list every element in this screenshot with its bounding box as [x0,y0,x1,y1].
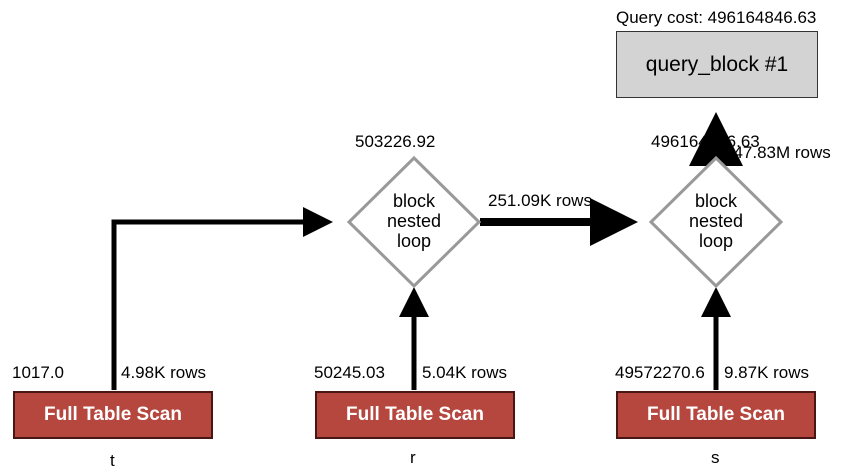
join1-out-rows: 251.09K rows [488,191,592,210]
scan-r-table: r [410,448,416,467]
join2-label-line-3: loop [698,231,734,251]
scan-s-table: s [711,448,720,467]
scan-t-rows: 4.98K rows [121,363,207,382]
join2-label-line-2: nested [688,211,744,231]
scan-t-table: t [110,451,115,470]
join-diamond-2 [648,155,784,289]
scan-r-node[interactable]: Full Table Scan [315,391,515,439]
join1-label-line-2: nested [386,211,442,231]
query-block-node[interactable]: query_block #1 [616,31,818,98]
query-cost-label: Query cost: 496164846.63 [616,8,817,27]
join2-out-rows: 247.83M rows [724,143,831,162]
join-diamond-1 [346,155,482,289]
join2-cost: 496164846.63 [651,132,760,151]
join2-label-line-1: block [694,191,738,211]
scan-s-cost: 49572270.6 [615,363,705,382]
edge-t-to-join1 [111,207,333,390]
scan-t-cost: 1017.0 [12,363,64,382]
scan-r-cost: 50245.03 [314,363,385,382]
join2-label[interactable]: block nested loop [656,191,776,251]
scan-r-rows: 5.04K rows [422,363,508,382]
scan-s-rows: 9.87K rows [724,363,810,382]
join1-cost: 503226.92 [355,132,436,151]
join1-label-line-3: loop [396,231,432,251]
scan-s-node[interactable]: Full Table Scan [616,391,816,439]
join1-label[interactable]: block nested loop [354,191,474,251]
join1-label-line-1: block [392,191,436,211]
scan-t-node[interactable]: Full Table Scan [13,391,213,439]
